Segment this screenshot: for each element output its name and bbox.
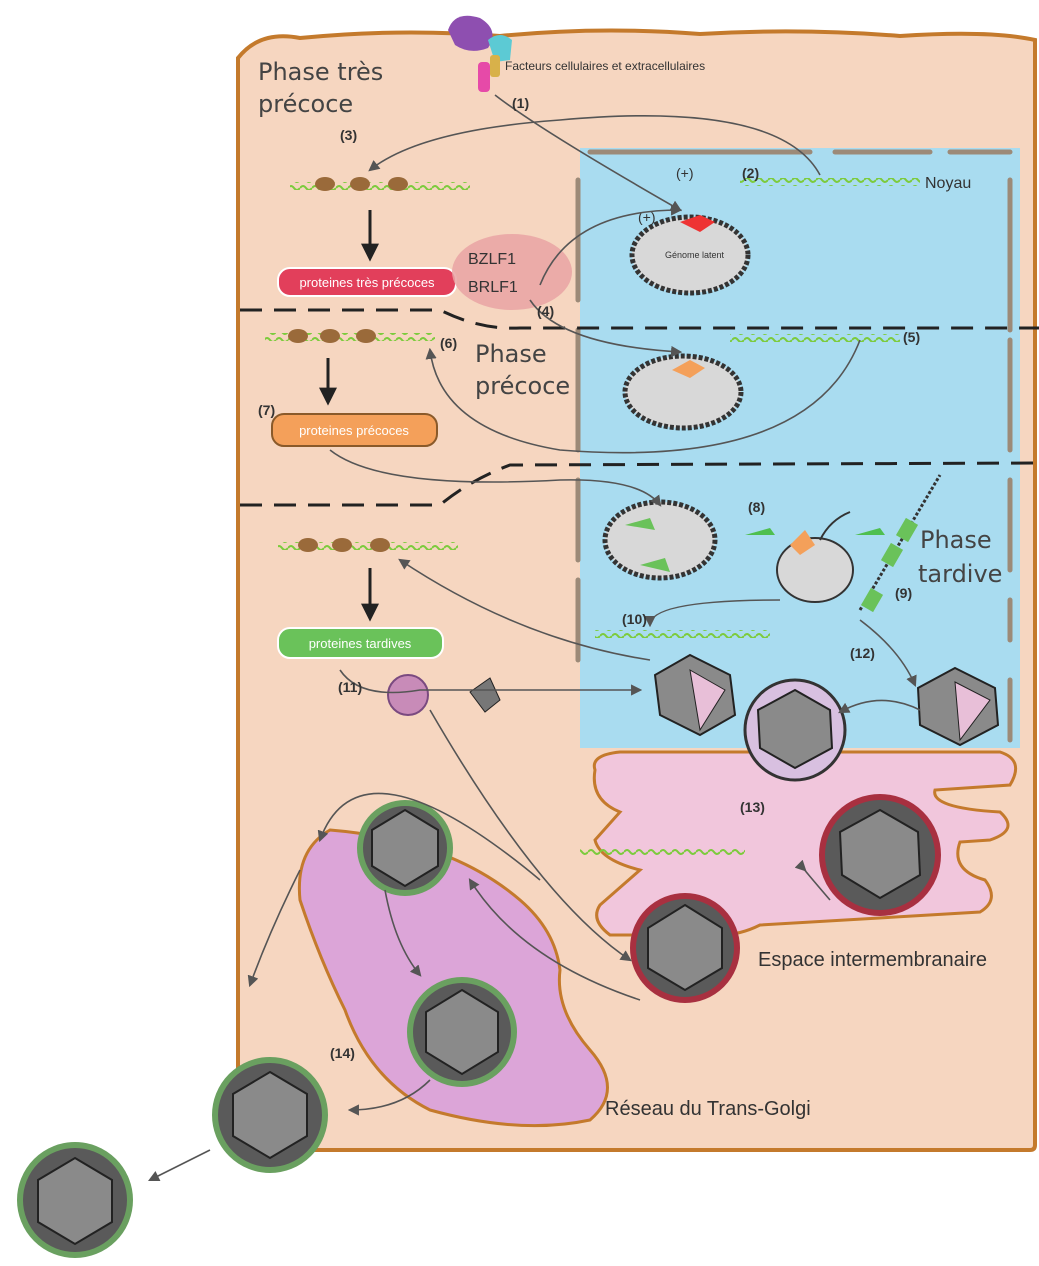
phase-very-early-line2: précoce [258,90,353,118]
step-4: (4) [537,303,554,319]
box-late-label: proteines tardives [309,636,412,651]
step-6: (6) [440,335,457,351]
step-1: (1) [512,95,529,111]
virion-released [20,1145,130,1255]
replicating-genome [605,502,715,578]
step-11: (11) [338,679,362,695]
virion-er-exit [633,896,737,1000]
early-genome [625,356,741,428]
step-10: (10) [622,611,647,627]
step-13: (13) [740,799,765,815]
virion-intermembrane [822,797,938,913]
golgi-label: Réseau du Trans-Golgi [605,1098,811,1120]
intermembrane-label: Espace intermembranaire [758,949,987,971]
box-very-early-proteins: proteines très précoces [278,268,456,296]
step-12: (12) [850,645,875,661]
latent-genome-label: Génome latent [665,250,725,260]
bzlf1-label: BZLF1 [468,251,516,268]
box-late-proteins: proteines tardives [278,628,443,658]
step-3: (3) [340,127,357,143]
brlf1-label: BRLF1 [468,279,518,296]
step-8: (8) [748,499,765,515]
phase-very-early-line1: Phase très [258,58,383,86]
phase-early-line2: précoce [475,372,570,400]
virion-exocytosis [215,1060,325,1170]
virion-golgi-2 [410,980,514,1084]
nucleus-label: Noyau [925,175,971,192]
step-5: (5) [903,329,920,345]
step-9: (9) [895,585,912,601]
capsid-budding [745,680,845,780]
box-very-early-label: proteines très précoces [299,275,435,290]
bzlf1-brlf1-bubble: BZLF1 BRLF1 [452,234,572,310]
virion-golgi-1 [360,803,450,893]
plus-label-1: (+) [676,165,694,181]
step-7: (7) [258,402,275,418]
latent-genome: Génome latent [632,215,748,293]
box-early-proteins: proteines précoces [272,414,437,446]
factors-label: Facteurs cellulaires et extracellulaires [505,59,705,73]
box-early-label: proteines précoces [299,423,409,438]
phase-early-line1: Phase [475,340,547,368]
phase-late-line2: tardive [918,560,1002,588]
phase-late-line1: Phase [920,526,992,554]
step-2: (2) [742,165,759,181]
step-14: (14) [330,1045,355,1061]
